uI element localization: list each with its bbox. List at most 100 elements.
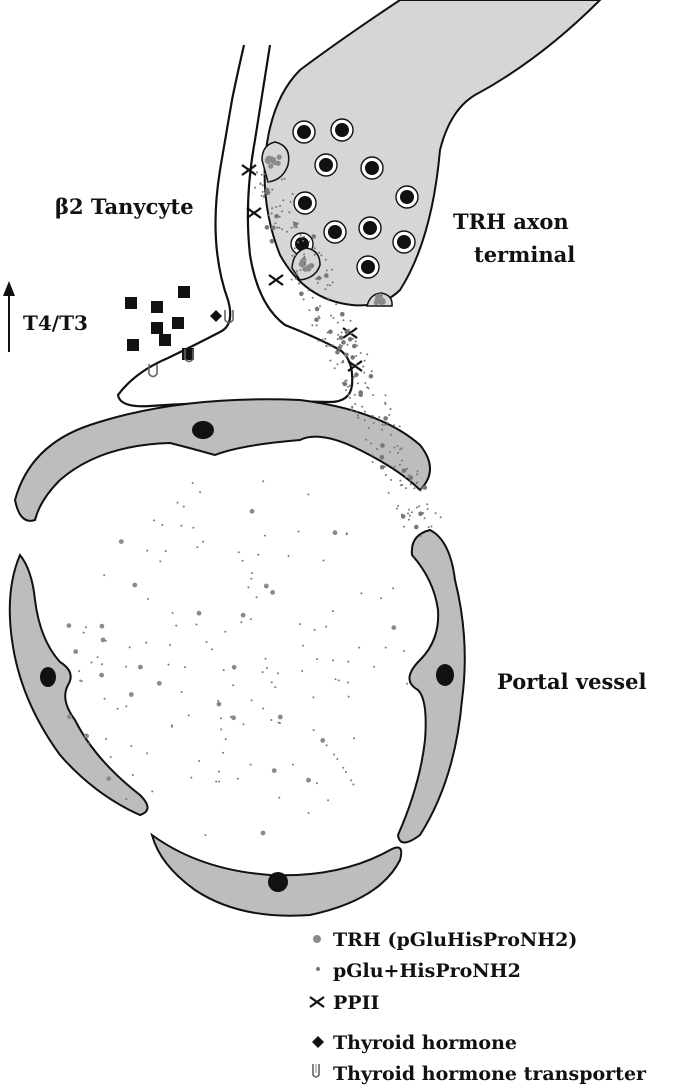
- lumen-particle: [224, 738, 227, 741]
- lumen-particle: [276, 672, 279, 675]
- lumen-particle: [101, 663, 103, 666]
- lumen-particle: [105, 737, 108, 740]
- diffusing-particle: [357, 416, 360, 419]
- vesicle-core: [297, 125, 311, 139]
- lumen-particle: [231, 715, 237, 721]
- diffusing-particle: [404, 476, 407, 478]
- diffusing-particle: [254, 186, 257, 189]
- lumen-particle: [99, 623, 105, 629]
- diffusing-particle: [291, 254, 294, 257]
- diffusing-particle: [347, 337, 353, 342]
- lumen-particle: [264, 657, 267, 660]
- lumen-particle: [337, 679, 340, 682]
- diffusing-particle: [349, 396, 351, 399]
- ppii-enzyme: [347, 360, 363, 372]
- diffusing-particle: [400, 514, 406, 519]
- lumen-particle: [325, 625, 328, 628]
- lumen-particle: [159, 560, 162, 563]
- diffusing-particle: [308, 309, 311, 312]
- diffusing-particle: [301, 265, 304, 268]
- lumen-particle: [249, 618, 252, 621]
- ppii-enzymes: [241, 164, 363, 372]
- lumen-particle: [73, 649, 79, 654]
- vesicle-core: [397, 235, 411, 249]
- diffusing-particle: [407, 474, 410, 477]
- diffusing-particle: [346, 343, 349, 346]
- diffusing-particle: [379, 455, 385, 460]
- diffusing-particle: [416, 470, 419, 473]
- lumen-particle: [222, 669, 225, 672]
- diffusing-particle: [340, 331, 343, 334]
- endothelial-nucleus-bottom: [268, 872, 288, 892]
- lumen-particle: [128, 692, 134, 697]
- lumen-particle: [333, 753, 335, 756]
- lumen-particle: [392, 587, 395, 590]
- lumen-particle: [380, 597, 383, 600]
- lumen-particle: [247, 586, 250, 589]
- thyroid-hormone-transporters: [148, 310, 234, 378]
- lumen-particle: [125, 798, 128, 800]
- lumen-particle: [346, 681, 349, 684]
- lumen-particles: [66, 480, 409, 836]
- lumen-particle: [90, 661, 93, 664]
- endothelial-nucleus-top: [192, 421, 214, 439]
- lumen-particle: [146, 549, 149, 552]
- diffusing-particle: [342, 361, 345, 363]
- diffusing-particle: [289, 200, 292, 203]
- lumen-particle: [347, 660, 350, 663]
- lumen-particle: [307, 812, 310, 814]
- diffusing-particle: [350, 355, 356, 360]
- thyroid-hormone-molecule: [151, 301, 163, 313]
- diffusing-particle: [302, 268, 305, 271]
- lumen-particle: [99, 672, 104, 678]
- lumen-particle: [153, 519, 155, 522]
- diffusing-particle: [380, 443, 385, 448]
- diffusing-particle: [269, 238, 275, 244]
- legend-trh-dot: [313, 935, 321, 943]
- diffusing-particle: [279, 205, 281, 207]
- diffusing-particle: [336, 338, 339, 341]
- diffusing-particle: [384, 465, 386, 468]
- lumen-particle: [147, 597, 149, 600]
- diffusing-particle: [393, 446, 396, 449]
- endothelial-cell-right: [396, 528, 466, 844]
- lumen-particle: [270, 681, 273, 684]
- diffusing-particle: [318, 251, 321, 254]
- diffusing-particle: [314, 306, 320, 312]
- diffusing-particle: [274, 222, 277, 225]
- diffusing-particle: [422, 485, 428, 490]
- diffusing-particle: [384, 394, 387, 397]
- lumen-particle: [336, 758, 339, 760]
- diffusing-particle: [379, 464, 385, 470]
- label-axon-line2: terminal: [474, 242, 575, 267]
- diffusing-particle: [281, 178, 283, 181]
- lumen-particle: [202, 540, 205, 543]
- trh-axon-terminal: [263, 0, 602, 307]
- lumen-particle: [125, 705, 128, 708]
- diffusing-particle: [338, 335, 344, 341]
- lumen-particle: [224, 630, 227, 633]
- diffusing-particle: [278, 215, 281, 218]
- lumen-particle: [241, 559, 244, 562]
- diffusing-particle: [426, 503, 429, 506]
- lumen-particle: [100, 637, 106, 643]
- lumen-particle: [391, 625, 397, 630]
- diffusing-particle: [315, 324, 318, 327]
- lumen-particle: [151, 790, 154, 793]
- diffusing-particle: [261, 190, 264, 193]
- ppii-enzyme: [342, 327, 358, 339]
- legend-ppii-icon: [309, 996, 325, 1008]
- diffusing-particle: [365, 438, 368, 441]
- lumen-particle: [360, 592, 363, 595]
- diffusing-particle: [399, 448, 402, 451]
- lumen-particle: [327, 799, 330, 802]
- lumen-particle: [82, 631, 85, 634]
- diffusing-particle: [401, 459, 403, 462]
- endothelial-cell-top: [13, 398, 431, 522]
- lumen-particle: [231, 664, 237, 670]
- lumen-particle: [217, 699, 220, 702]
- trh-granule: [268, 163, 274, 169]
- diffusing-particle: [390, 433, 392, 436]
- lumen-particle: [242, 723, 245, 726]
